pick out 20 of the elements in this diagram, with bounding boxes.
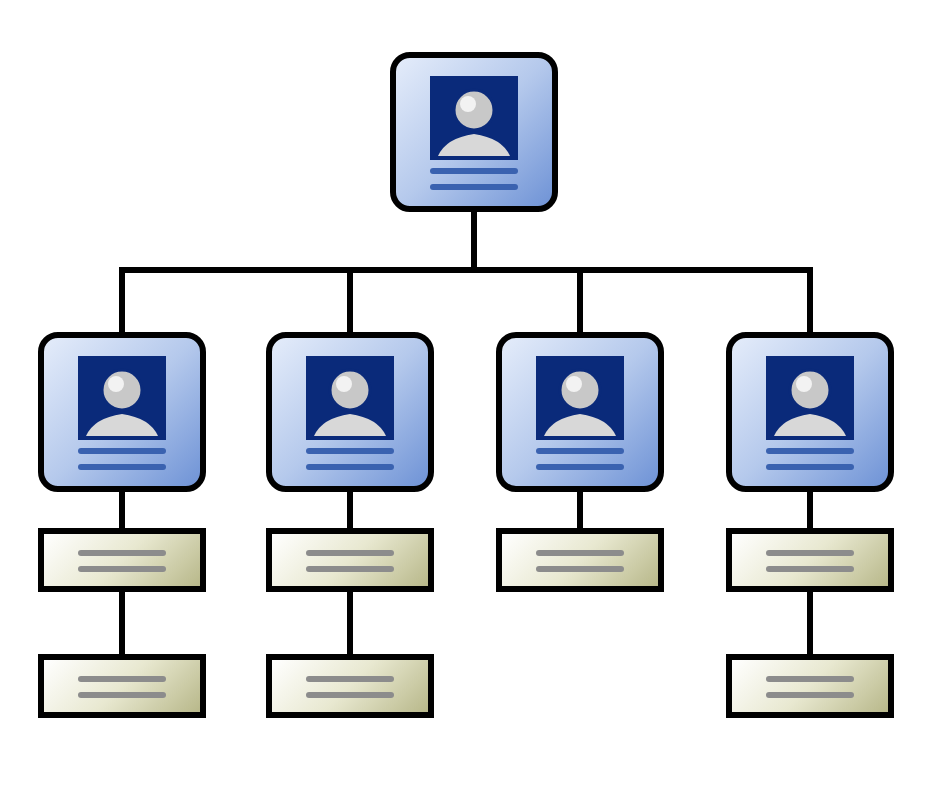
connector-line (807, 492, 813, 528)
connector-line (347, 592, 353, 654)
person-card (38, 332, 206, 492)
connector-line (119, 492, 125, 528)
person-card (496, 332, 664, 492)
connector-line (347, 492, 353, 528)
connector-line (119, 592, 125, 654)
box (496, 528, 664, 592)
box (726, 528, 894, 592)
box (266, 528, 434, 592)
person-card (266, 332, 434, 492)
person-card (726, 332, 894, 492)
connector-line (577, 492, 583, 528)
person-card (390, 52, 558, 212)
box (38, 528, 206, 592)
box (38, 654, 206, 718)
box (266, 654, 434, 718)
box (726, 654, 894, 718)
connector-line (807, 592, 813, 654)
connector-line (471, 212, 813, 332)
